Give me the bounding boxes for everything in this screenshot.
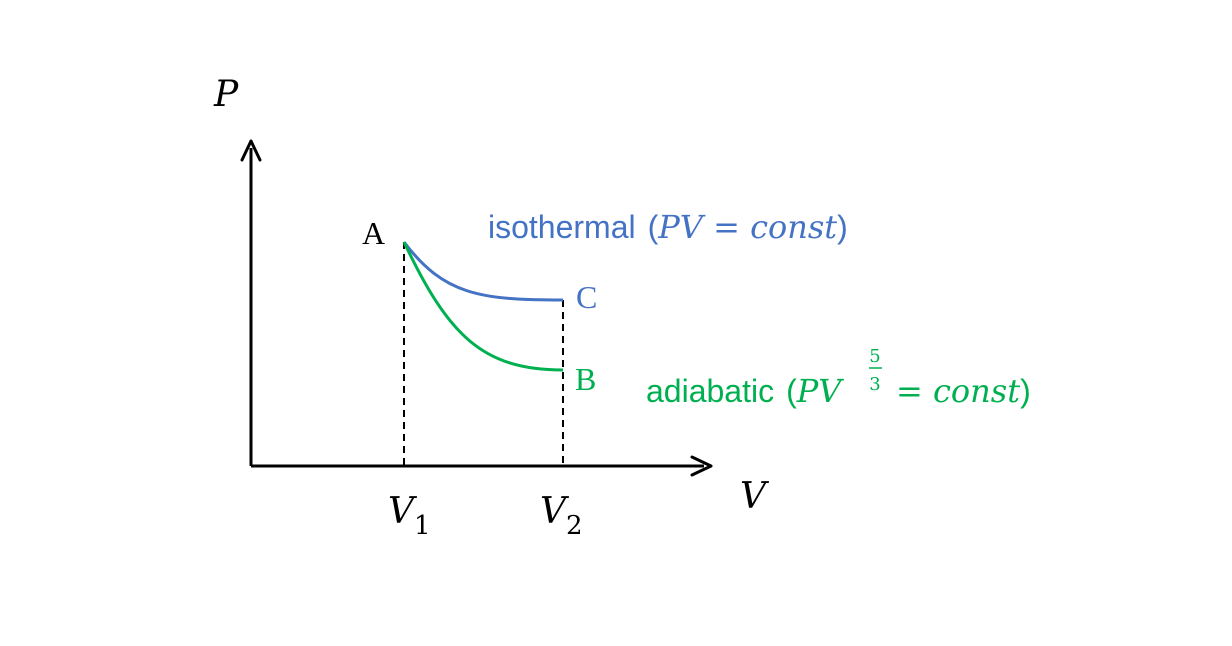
tick-v1-base: V	[388, 491, 418, 532]
y-axis-arrow-icon	[240, 139, 262, 162]
adiabatic-word: adiabatic	[646, 373, 774, 409]
adiabatic-annotation: adiabatic (PV	[646, 372, 844, 410]
adiabatic-open-paren: (	[786, 373, 797, 409]
point-label-a: A	[362, 215, 385, 251]
point-label-b: B	[575, 361, 596, 397]
tick-v1-sub: 1	[414, 511, 431, 541]
adiabatic-formula-left: PV	[796, 372, 845, 410]
isothermal-word: isothermal	[488, 209, 636, 245]
adiabatic-exp-num: 5	[869, 346, 880, 367]
point-label-c: C	[576, 279, 597, 315]
x-axis-label: V	[740, 476, 770, 517]
isothermal-curve	[402, 241, 564, 302]
tick-v2-sub: 2	[566, 511, 583, 541]
y-axis-label: P	[213, 74, 239, 115]
tick-v2-base: V	[540, 491, 570, 532]
adiabatic-formula-right: = const	[896, 372, 1020, 410]
adiabatic-formula-tail: = const)	[896, 372, 1031, 410]
tick-label-v1: V1	[388, 491, 431, 541]
x-axis-arrow-icon	[690, 455, 713, 477]
adiabatic-curve	[402, 241, 564, 372]
tick-label-v2: V2	[540, 491, 583, 541]
adiabatic-exp-den: 3	[869, 374, 880, 395]
isothermal-formula: PV = const	[657, 208, 837, 246]
isothermal-close-paren: )	[837, 209, 848, 245]
isothermal-open-paren: (	[648, 209, 659, 245]
adiabatic-close-paren: )	[1020, 373, 1031, 409]
isothermal-annotation: isothermal (PV = const)	[488, 208, 848, 246]
